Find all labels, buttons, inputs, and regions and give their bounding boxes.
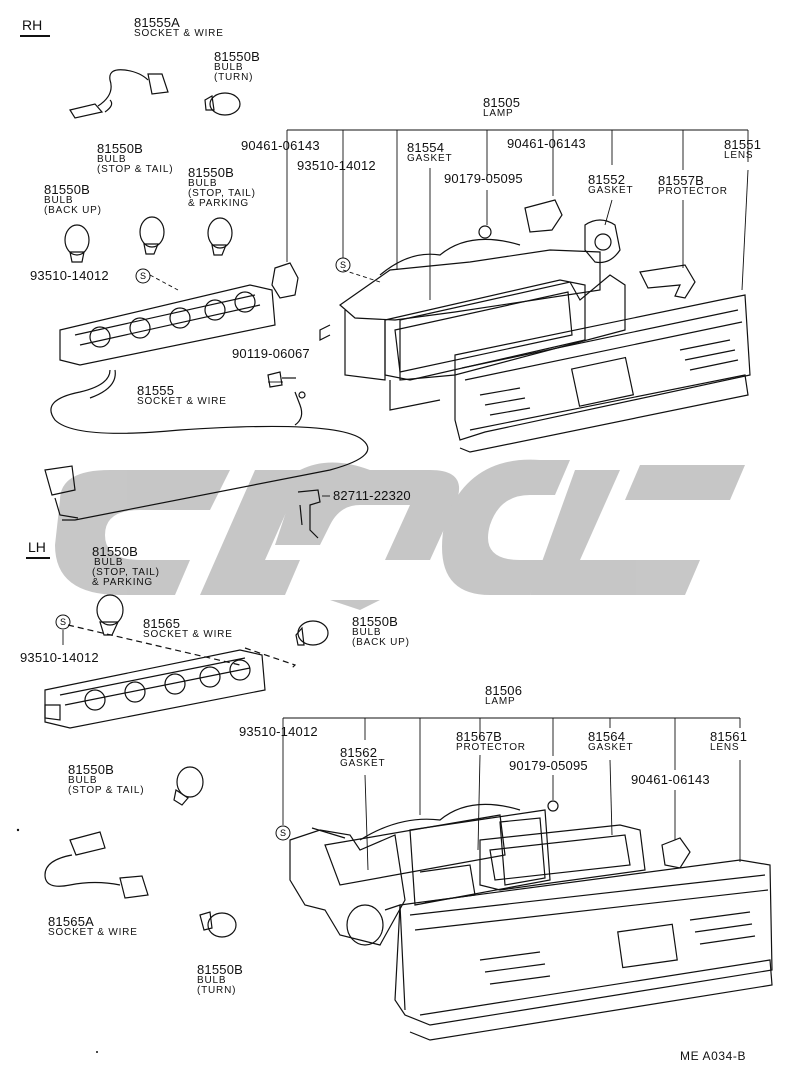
part-93510-lh-socket: 93510-14012 [20, 650, 99, 665]
leader-lines [62, 129, 749, 871]
socket-board-lh [44, 649, 266, 729]
part-93510-lh-lamp: 93510-14012 [239, 724, 318, 739]
part-90119: 90119-06067 [232, 346, 310, 361]
part-93510-rh-socket: 93510-14012 [30, 268, 109, 283]
bulb-turn-rh [209, 92, 241, 116]
clip-90461-rh-2 [524, 199, 563, 233]
part-90461-lh: 90461-06143 [631, 772, 710, 787]
svg-text:S: S [280, 828, 286, 838]
lamp-housing-81506 [289, 829, 406, 946]
bulb-turn-lh [207, 912, 237, 938]
part-81550b-stoptail-rh: 81550B BULB (STOP & TAIL) [97, 141, 174, 175]
part-81561-lens: 81561 LENS [710, 729, 748, 753]
socket-81555a [147, 73, 169, 95]
part-81550b-parking-rh: 81550B BULB (STOP, TAIL) & PARKING [188, 165, 256, 209]
nut-90179-lh [547, 800, 559, 812]
part-81564-gasket: 81564 GASKET [588, 729, 634, 753]
part-81555-socket-wire: 81555 SOCKET & WIRE [137, 383, 227, 407]
s-marker-lh-lamp [275, 825, 291, 841]
lamp-housing-81505 [339, 249, 601, 321]
lens-81561 [394, 859, 773, 1026]
svg-text:S: S [140, 271, 146, 281]
bulb-parking-lh [96, 594, 124, 626]
part-90179-lh: 90179-05095 [509, 758, 588, 773]
nut-90179-rh [478, 225, 492, 239]
clip-90461-lh [661, 837, 691, 869]
part-81550b-turn-rh: 81550B BULB (TURN) [214, 49, 261, 83]
svg-text:S: S [60, 617, 66, 627]
part-81557b-protector: 81557B PROTECTOR [658, 173, 728, 197]
part-81505-lamp: 81505 LAMP [483, 95, 521, 119]
part-81506-lamp: 81506 LAMP [485, 683, 523, 707]
part-82711: 82711-22320 [333, 488, 411, 503]
part-81565-socket-wire: 81565 SOCKET & WIRE [143, 616, 233, 640]
section-label-lh: LH [28, 539, 46, 555]
lens-81551 [454, 294, 751, 441]
part-81550b-stoptail-lh: 81550B BULB (STOP & TAIL) [68, 762, 145, 796]
part-81550b-backup-rh: 81550B BULB (BACK UP) [44, 182, 102, 216]
part-81551-lens: 81551 LENS [724, 137, 762, 161]
watermark-logo [55, 459, 745, 610]
clip-82711 [297, 489, 321, 539]
clip-90461-rh [271, 262, 299, 299]
part-81554-gasket: 81554 GASKET [407, 140, 453, 164]
bulb-backup-rh [64, 224, 90, 256]
lh-drawing [44, 594, 773, 1041]
svg-text:S: S [340, 260, 346, 270]
socket-81565a [119, 875, 149, 899]
section-underline-lh [26, 557, 50, 559]
section-underline-rh [20, 35, 50, 37]
part-90179-rh: 90179-05095 [444, 171, 523, 186]
bulb-parking-rh [207, 217, 233, 249]
gasket-81552 [584, 219, 621, 264]
protector-81567b [409, 809, 551, 906]
part-81562-gasket: 81562 GASKET [340, 745, 386, 769]
gasket-81564 [479, 824, 646, 891]
connector-81565a [69, 831, 106, 856]
part-81550b-turn-lh: 81550B BULB (TURN) [197, 962, 244, 996]
s-marker-rh-socket [135, 268, 151, 284]
s-markers: S S S S [55, 257, 351, 841]
part-90461-rh-2: 90461-06143 [507, 136, 586, 151]
section-label-rh: RH [22, 17, 43, 33]
protector-81557b [639, 264, 696, 299]
diagram-code: ME A034-B [680, 1049, 747, 1063]
part-81567b-protector: 81567B PROTECTOR [456, 729, 526, 753]
connector-81555a [69, 103, 104, 119]
connector-81555 [44, 465, 76, 496]
rh-drawing [44, 69, 751, 539]
part-81550b-backup-lh: 81550B BULB (BACK UP) [352, 614, 410, 648]
part-93510-rh-lamp: 93510-14012 [297, 158, 376, 173]
s-marker-rh-lamp [335, 257, 351, 273]
part-81555a: 81555A SOCKET & WIRE [134, 15, 224, 39]
part-81552-gasket: 81552 GASKET [588, 172, 634, 196]
part-90461-rh-1: 90461-06143 [241, 138, 320, 153]
s-marker-lh-socket [55, 614, 71, 630]
bulb-stoptail-lh [176, 766, 204, 798]
socket-board-rh [59, 284, 276, 366]
part-81565a-socket-wire: 81565A SOCKET & WIRE [48, 914, 138, 938]
bulb-stoptail-rh [139, 216, 165, 248]
part-81550b-parking-lh: 81550B BULB (STOP, TAIL) & PARKING [92, 544, 160, 588]
